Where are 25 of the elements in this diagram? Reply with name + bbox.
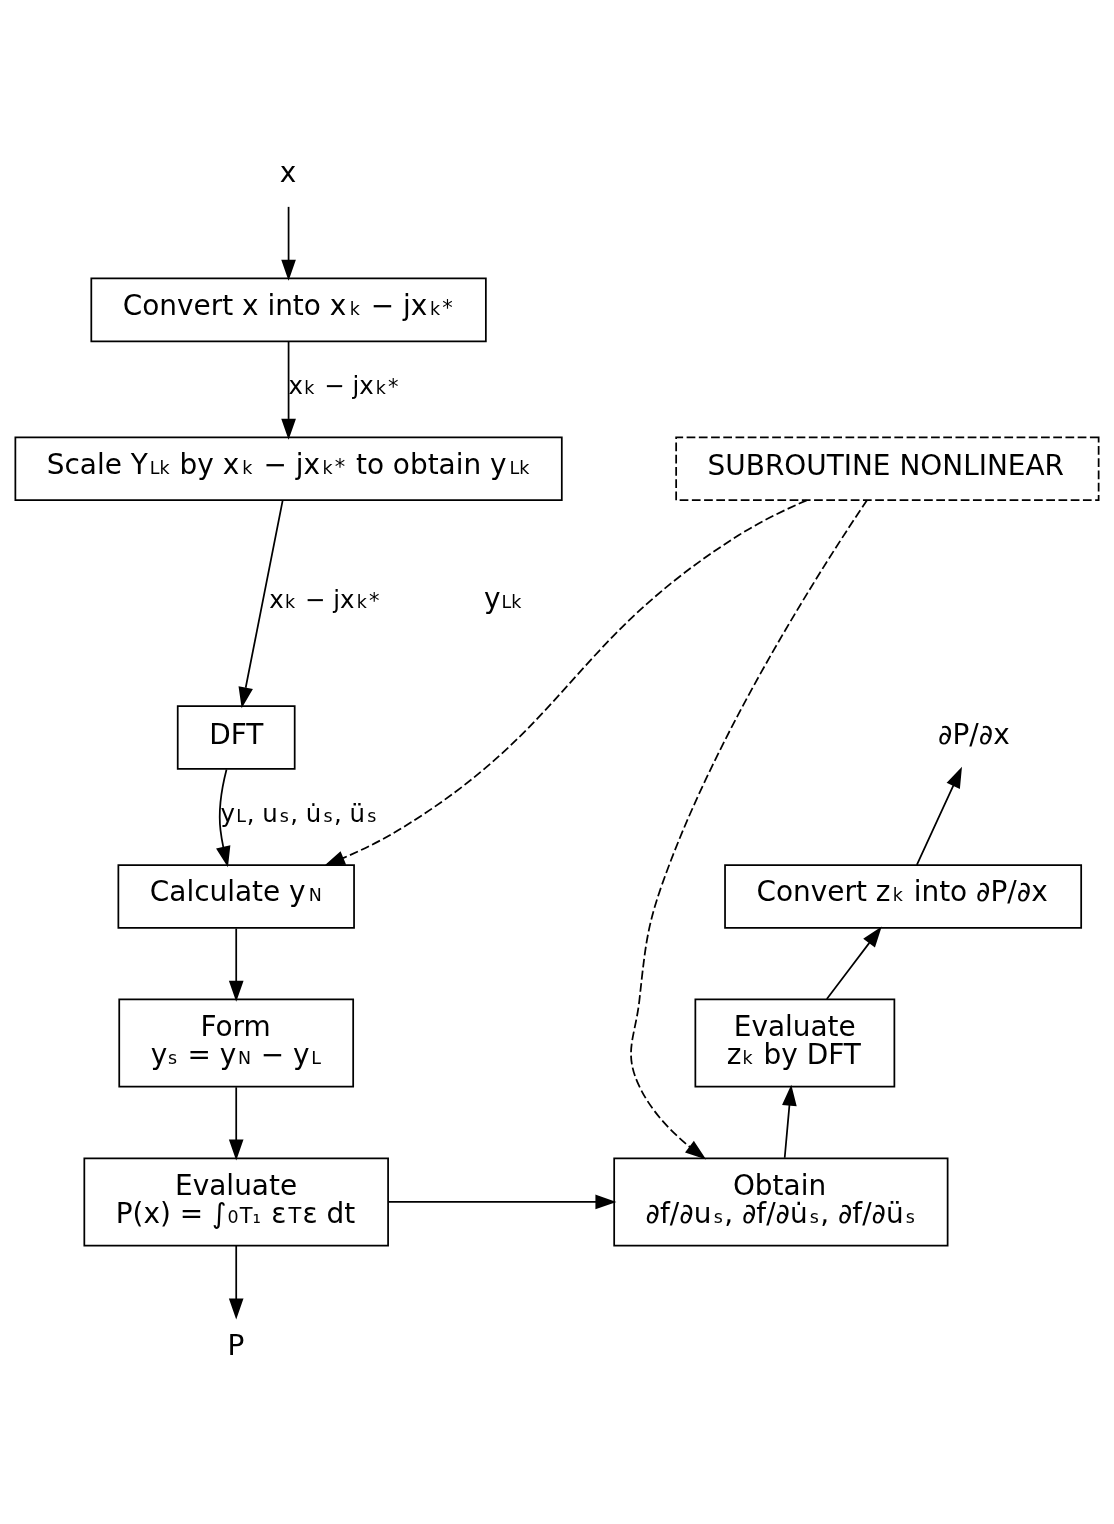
node-box: DFT — [176, 705, 296, 770]
node-text: ∂P/∂x — [938, 718, 1010, 752]
arrow — [238, 499, 284, 709]
edge-label: xk − jxk* — [269, 584, 380, 614]
node-box: SUBROUTINE NONLINEAR — [675, 436, 1100, 501]
node-text: x — [279, 156, 297, 190]
arrow — [228, 1086, 244, 1161]
arrow — [782, 1084, 797, 1159]
arrow — [323, 499, 808, 866]
arrow — [916, 766, 962, 866]
node-box: Form ys = yN − yL — [118, 998, 355, 1088]
arrow — [387, 1194, 617, 1210]
arrow — [228, 1245, 244, 1320]
arrow — [630, 499, 868, 1160]
arrow — [281, 206, 296, 281]
node-box: Evaluate zk by DFT — [694, 998, 896, 1088]
arrow — [216, 768, 231, 868]
node-text: P — [227, 1329, 245, 1363]
node-box: Convert zk into ∂P/∂x — [724, 864, 1083, 929]
label: yLk — [484, 582, 522, 616]
arrow — [281, 340, 296, 440]
arrow — [228, 927, 244, 1002]
arrow — [825, 926, 882, 1000]
node-box: Evaluate P(x) = ∫0T₁ εTε dt — [83, 1157, 389, 1247]
edge-label: xk − jxk* — [288, 370, 399, 400]
